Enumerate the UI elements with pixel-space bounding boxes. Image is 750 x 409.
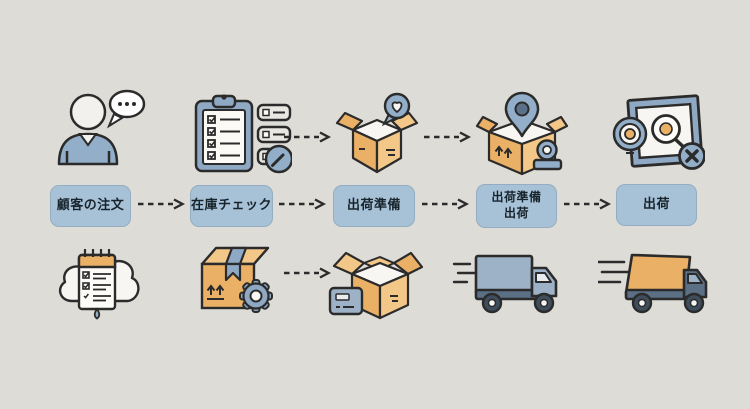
person-speech-icon bbox=[57, 89, 146, 166]
step-label-text: 出荷 bbox=[503, 206, 529, 220]
cloud-checklist-icon bbox=[58, 249, 140, 320]
step-label-text: 出荷準備 bbox=[491, 190, 542, 205]
step-label-shipping-prep-ship: 出荷準備 出荷 bbox=[476, 184, 557, 228]
flow-arrow bbox=[424, 131, 471, 143]
flow-arrow bbox=[284, 131, 331, 143]
flow-arrow bbox=[138, 198, 185, 210]
flow-arrow bbox=[279, 198, 326, 210]
flow-arrow bbox=[564, 198, 611, 210]
step-label-text: 在庫チェック bbox=[191, 197, 273, 213]
step-label-shipping-prep: 出荷準備 bbox=[333, 185, 415, 227]
step-label-text: 顧客の注文 bbox=[56, 197, 125, 213]
box-gear-icon bbox=[200, 246, 273, 313]
flow-arrow bbox=[284, 267, 331, 279]
open-box-heart-icon bbox=[335, 92, 419, 174]
step-label-inventory-check: 在庫チェック bbox=[190, 185, 273, 227]
open-box-label-icon bbox=[328, 251, 423, 320]
clipboard-checklist-icon bbox=[194, 94, 292, 174]
frame-scan-icon bbox=[612, 94, 705, 170]
step-label-text: 出荷準備 bbox=[346, 197, 401, 213]
flow-arrow bbox=[422, 198, 469, 210]
open-box-pin-icon bbox=[475, 91, 569, 176]
step-label-text: 出荷 bbox=[642, 196, 670, 212]
step-label-ship: 出荷 bbox=[616, 184, 697, 226]
truck-blue-icon bbox=[452, 254, 558, 314]
truck-orange-icon bbox=[598, 253, 708, 314]
step-label-customer-order: 顧客の注文 bbox=[50, 185, 131, 227]
